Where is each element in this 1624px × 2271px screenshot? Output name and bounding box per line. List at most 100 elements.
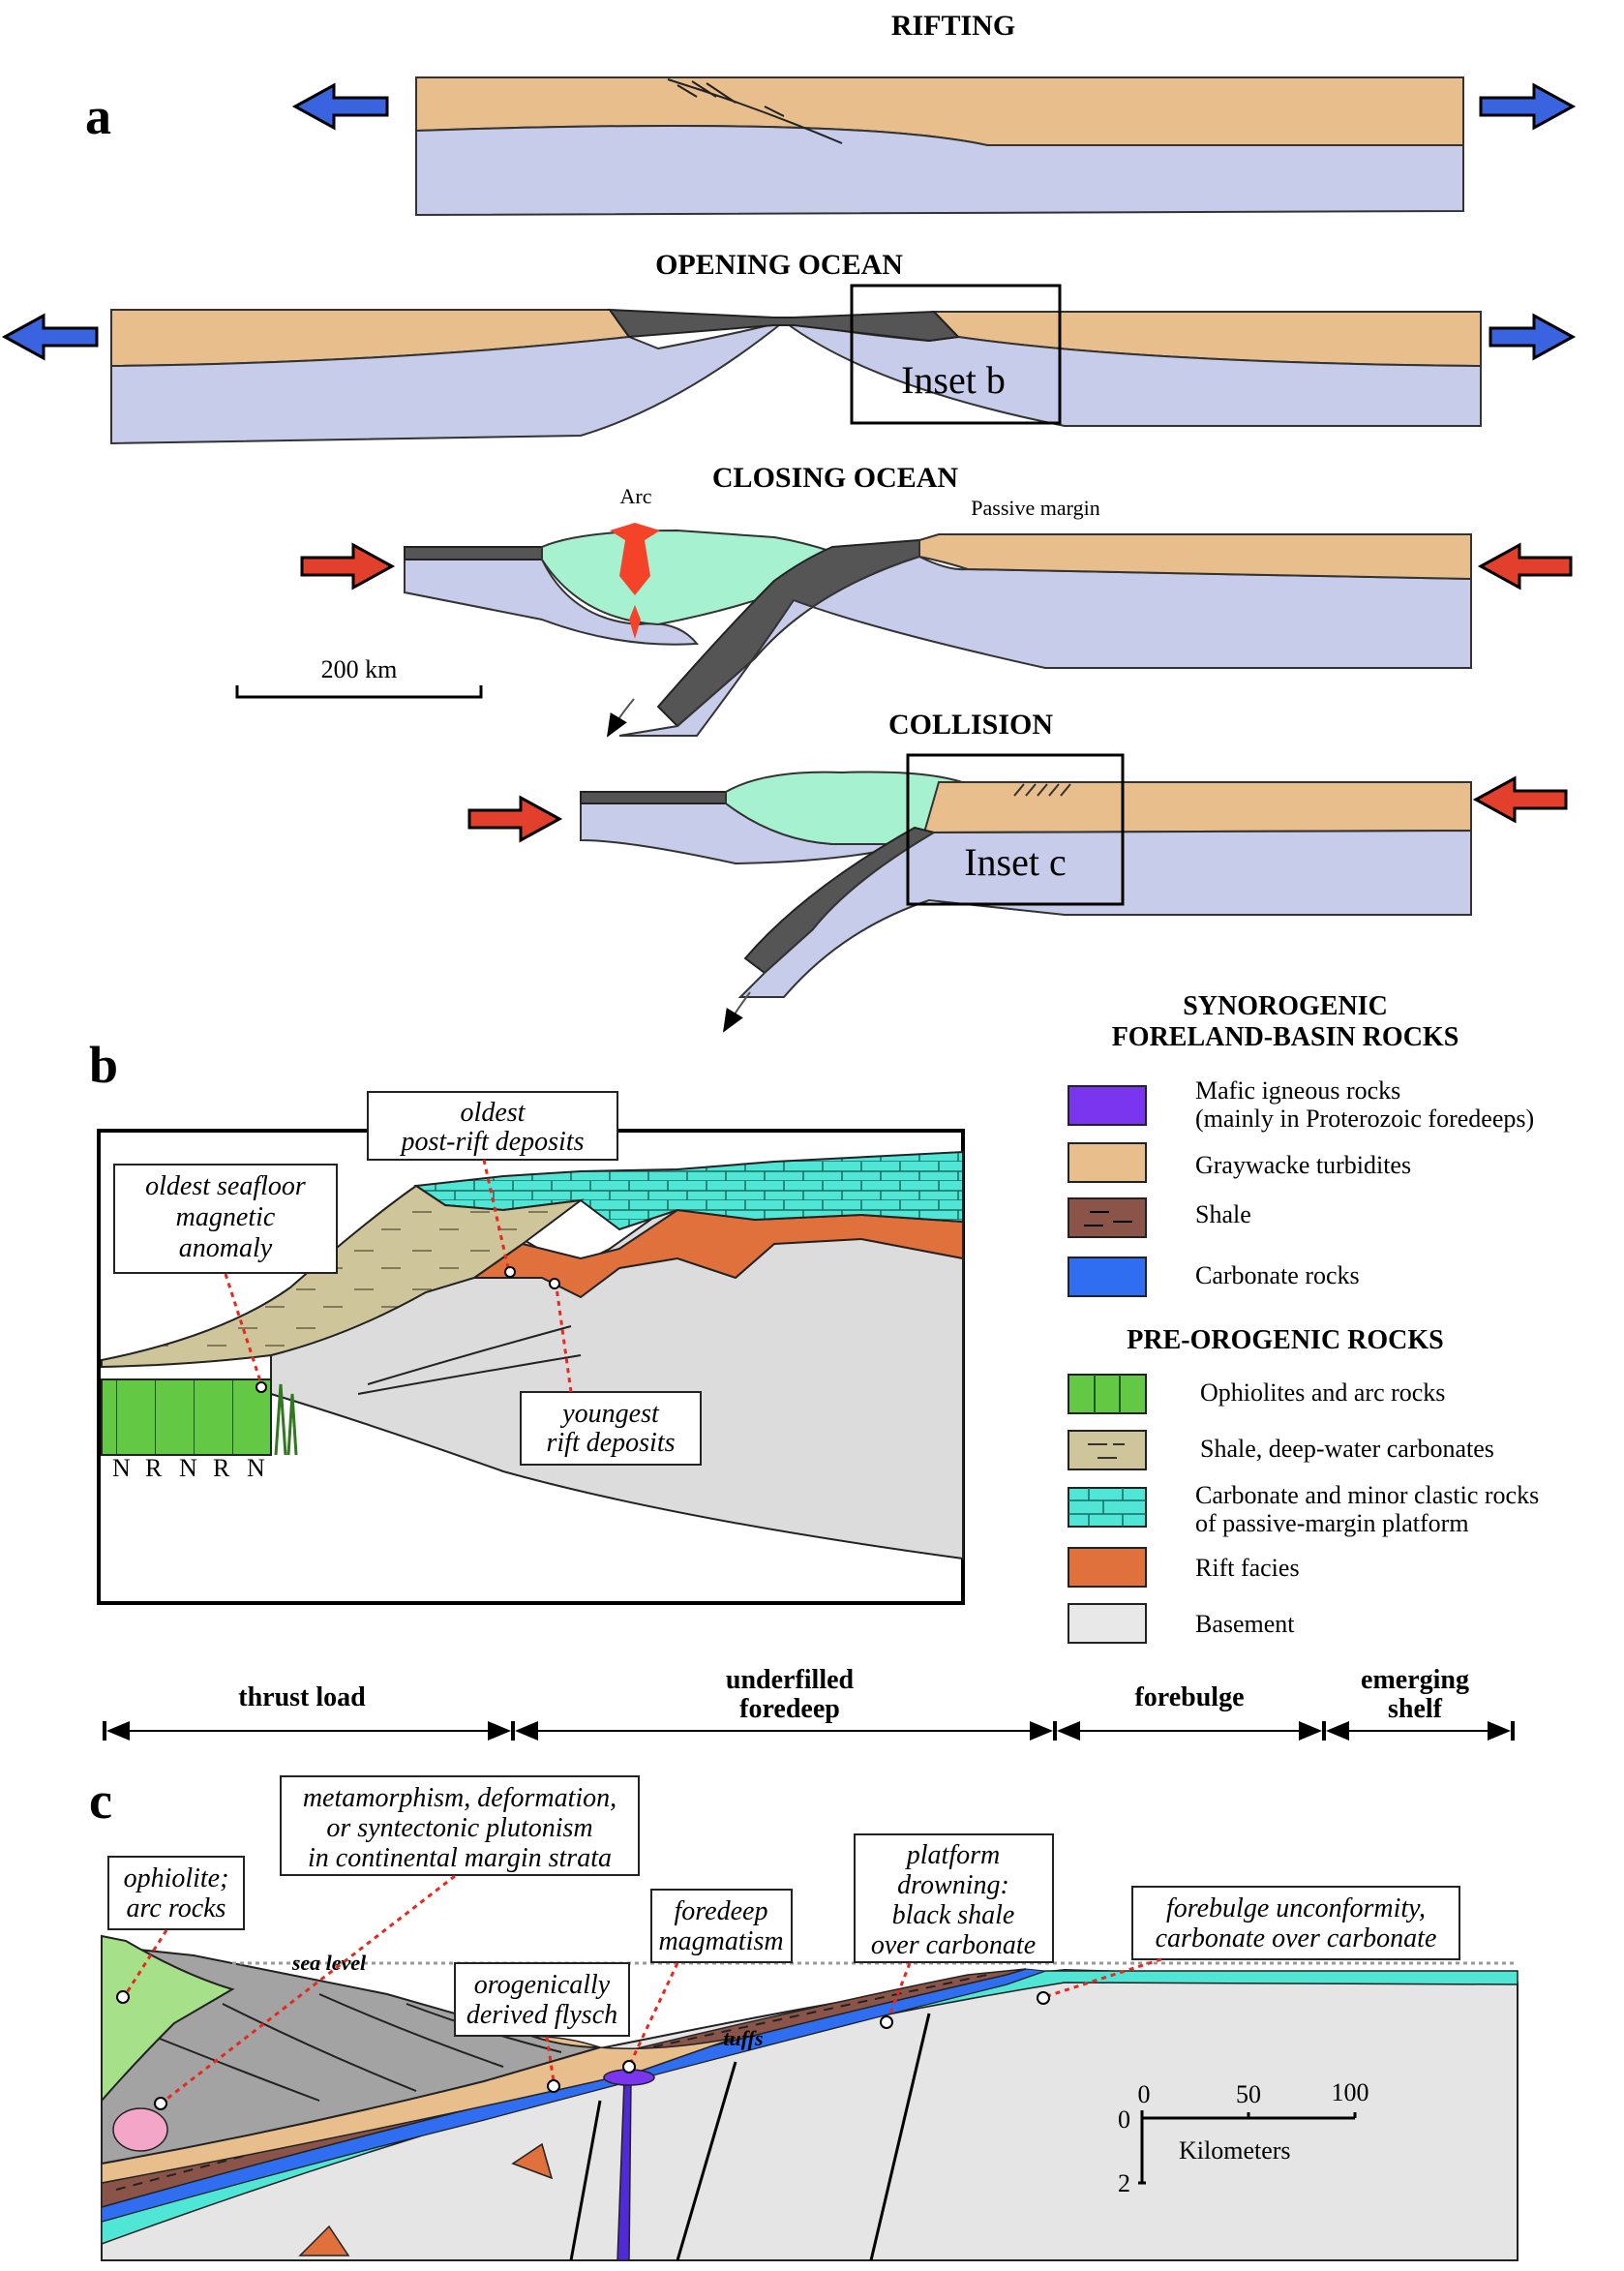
polarity-labels: N R N R N <box>112 1454 265 1482</box>
oldest-post-rift-line1: oldest <box>461 1098 526 1128</box>
zone-foredeep-1: underfilled <box>726 1665 855 1695</box>
legend-heading-pre: PRE-OROGENIC ROCKS <box>1127 1325 1443 1355</box>
zone-scale: thrust load underfilled foredeep forebul… <box>103 1665 1515 1741</box>
zone-thrust-load: thrust load <box>238 1682 366 1712</box>
legend-label-mafic-1: Mafic igneous rocks <box>1195 1076 1400 1105</box>
panel-a: a RIFTING OPENING OCEAN Inset b CLOSING … <box>1 10 1577 1033</box>
closing-left-ocean-crust <box>404 546 543 560</box>
oldest-seafloor-line3: anomaly <box>179 1233 273 1263</box>
legend-label-basement: Basement <box>1195 1610 1295 1638</box>
panel-c-pluton <box>112 2107 168 2152</box>
zone-shelf-1: emerging <box>1361 1665 1469 1695</box>
legend-label-shale: Shale <box>1195 1200 1251 1228</box>
collision-right-lower-crust <box>737 829 1472 998</box>
legend-item-carbonate: Carbonate rocks <box>1068 1257 1360 1297</box>
panel-label-a: a <box>85 87 111 145</box>
legend-label-ophiolites: Ophiolites and arc rocks <box>1200 1378 1445 1407</box>
forebulge-line1: forebulge unconformity, <box>1166 1893 1426 1923</box>
polarity-r-1: R <box>145 1454 163 1482</box>
callout-oldest-post-rift: oldest post-rift deposits <box>367 1091 618 1278</box>
legend-item-shale: Shale <box>1068 1197 1251 1238</box>
oldest-seafloor-line2: magnetic <box>176 1202 276 1232</box>
inset-c-label: Inset c <box>964 840 1067 884</box>
panel-c: c sea level tuffs ophiolite; ar <box>89 1771 1519 2261</box>
basement-faults <box>357 1325 582 1395</box>
ophiolite-line2: arc rocks <box>127 1893 226 1923</box>
opening-left-lower-crust <box>110 320 785 445</box>
legend-label-platform-1: Carbonate and minor clastic rocks <box>1195 1481 1539 1509</box>
legend-item-deep-water: Shale, deep-water carbonates <box>1068 1430 1494 1470</box>
legend-item-ophiolites: Ophiolites and arc rocks <box>1068 1374 1445 1414</box>
scale-bar-label: 200 km <box>321 655 398 683</box>
legend-label-graywacke: Graywacke turbidites <box>1195 1151 1411 1179</box>
legend-label-mafic-2: (mainly in Proterozoic foredeeps) <box>1195 1105 1534 1133</box>
polarity-r-2: R <box>213 1454 230 1482</box>
left-compression-arrow <box>300 542 396 590</box>
polarity-n-3: N <box>247 1454 265 1482</box>
scale-tick-100: 100 <box>1332 2078 1369 2106</box>
right-extension-arrow-2 <box>1489 313 1577 361</box>
metamorphism-line2: or syntectonic plutonism <box>326 1813 592 1843</box>
rifting-fault <box>667 78 843 144</box>
subduction-arrow <box>606 698 635 738</box>
right-extension-arrow <box>1479 82 1577 131</box>
tuffs-label: tuffs <box>723 2026 763 2050</box>
ophiolite-line1: ophiolite; <box>124 1863 229 1893</box>
rifting-lower-crust <box>415 125 1464 217</box>
scale-tick-0: 0 <box>1138 2080 1151 2108</box>
legend-label-deep-water: Shale, deep-water carbonates <box>1200 1435 1494 1463</box>
foredeep-magmatism-line2: magmatism <box>658 1926 783 1956</box>
collision-section: COLLISION Inset c <box>467 709 1568 1033</box>
panel-label-b: b <box>89 1036 118 1094</box>
polarity-n-2: N <box>179 1454 197 1482</box>
legend: SYNOROGENIC FORELAND-BASIN ROCKS Mafic i… <box>1068 991 1539 1644</box>
platform-drowning-line2: drowning: <box>897 1870 1009 1900</box>
legend-item-basement: Basement <box>1068 1603 1295 1644</box>
ophiolite-block <box>101 1378 272 1456</box>
passive-margin-label: Passive margin <box>971 496 1099 520</box>
scale-unit: Kilometers <box>1179 2136 1291 2165</box>
foredeep-magmatism-line1: foredeep <box>675 1896 768 1926</box>
scale-bar-200km: 200 km <box>235 655 483 699</box>
zone-forebulge: forebulge <box>1134 1682 1244 1712</box>
depth-tick-2: 2 <box>1118 2169 1130 2197</box>
legend-heading-syn-2: FORELAND-BASIN ROCKS <box>1112 1022 1459 1052</box>
panel-c-rift-blocks <box>298 2142 554 2256</box>
closing-left-lower-crust <box>404 559 699 646</box>
callout-oldest-seafloor: oldest seafloor magnetic anomaly <box>113 1164 338 1393</box>
flysch-line1: orogenically <box>474 1970 611 2000</box>
callout-youngest-rift: youngest rift deposits <box>520 1278 702 1466</box>
rifting-section: RIFTING <box>291 10 1577 217</box>
panel-c-ophiolite <box>101 1934 235 2104</box>
opening-oceanic-crust <box>607 308 961 343</box>
scale-tick-50: 50 <box>1236 2080 1261 2108</box>
inset-b-box <box>850 284 1062 425</box>
arc-magma <box>610 523 660 639</box>
arc-label: Arc <box>620 484 652 508</box>
right-compression-arrow-2 <box>1472 775 1568 824</box>
zone-shelf-2: shelf <box>1388 1694 1443 1724</box>
callout-ophiolite: ophiolite; arc rocks <box>107 1856 245 2004</box>
legend-item-mafic: Mafic igneous rocks (mainly in Proterozo… <box>1068 1076 1534 1133</box>
legend-item-graywacke: Graywacke turbidites <box>1068 1142 1411 1183</box>
zone-foredeep-2: foredeep <box>739 1694 840 1724</box>
inset-b-label: Inset b <box>901 358 1006 402</box>
closing-ocean-section: CLOSING OCEAN Arc Passive margin 200 km <box>235 462 1573 738</box>
oldest-seafloor-line1: oldest seafloor <box>145 1171 306 1201</box>
stage-title-rifting: RIFTING <box>891 10 1015 42</box>
oldest-post-rift-line2: post-rift deposits <box>399 1127 584 1157</box>
left-extension-arrow <box>291 82 389 131</box>
collision-upper-crust <box>922 781 1472 834</box>
ophiolite-dikes <box>274 1383 298 1456</box>
legend-label-rift: Rift facies <box>1195 1554 1300 1582</box>
callout-platform-drowning: platform drowning: black shale over carb… <box>854 1833 1054 2029</box>
panel-c-basement-faults <box>569 2013 931 2261</box>
legend-heading-syn-1: SYNOROGENIC <box>1183 991 1388 1021</box>
callout-forebulge-unconformity: forebulge unconformity, carbonate over c… <box>1037 1886 1460 2005</box>
youngest-rift-line2: rift deposits <box>546 1428 675 1458</box>
callout-flysch: orogenically derived flysch <box>454 1962 630 2093</box>
panel-label-c: c <box>89 1771 112 1830</box>
forebulge-line2: carbonate over carbonate <box>1156 1923 1437 1953</box>
callout-foredeep-magmatism: foredeep magmatism <box>622 1889 793 2074</box>
